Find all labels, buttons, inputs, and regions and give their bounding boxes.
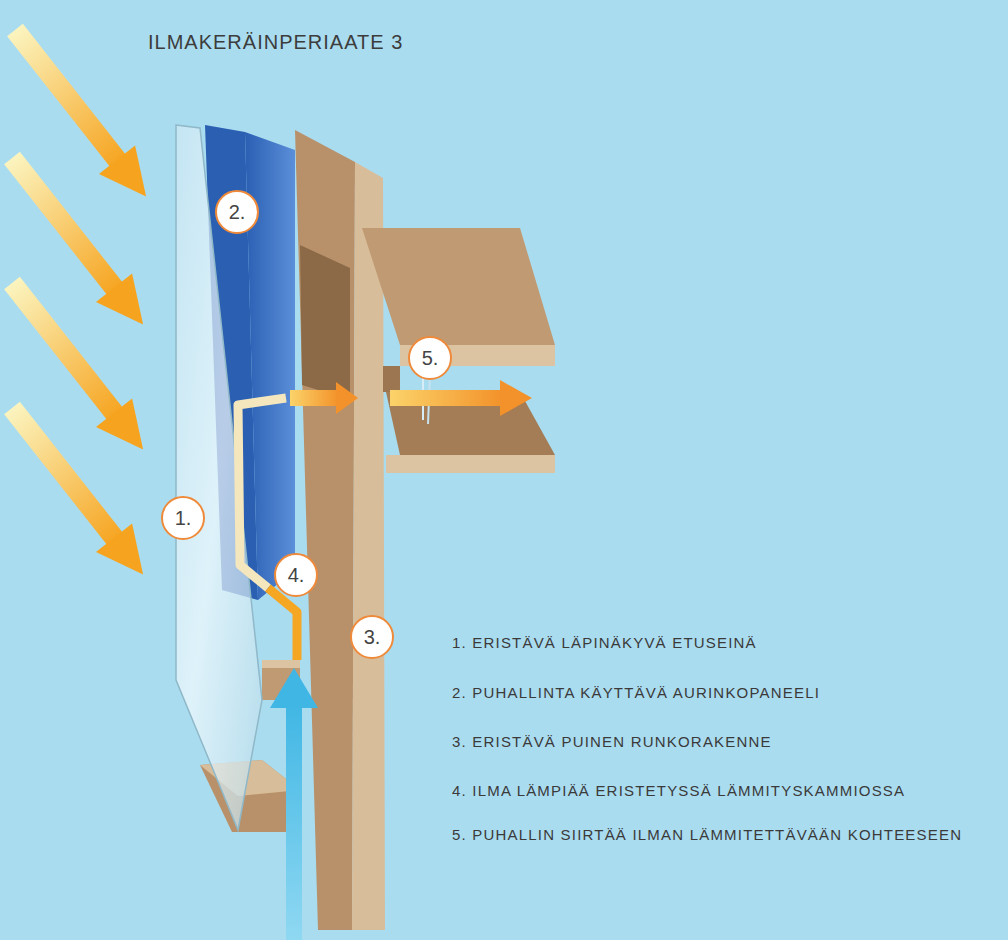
legend-line: 1. ERISTÄVÄ LÄPINÄKYVÄ ETUSEINÄ xyxy=(452,634,757,652)
legend-line: 4. ILMA LÄMPIÄÄ ERISTETYSSÄ LÄMMITYSKAMM… xyxy=(452,782,905,800)
warm-air-arrow-shaft xyxy=(290,390,338,406)
callout-number: 4. xyxy=(288,564,305,586)
arrow-head xyxy=(96,273,161,338)
diagram-title: ILMAKERÄINPERIAATE 3 xyxy=(148,30,403,54)
duct-top-plate xyxy=(362,228,555,345)
cold-air-arrow-shaft xyxy=(286,700,302,940)
callout-number: 1. xyxy=(175,507,192,529)
arrow-shaft xyxy=(4,402,125,548)
arrow-head xyxy=(99,145,164,210)
warm-air-arrow-head xyxy=(336,382,358,414)
arrow-shaft xyxy=(7,24,128,170)
board-opening xyxy=(300,245,350,400)
legend-line: 3. ERISTÄVÄ PUINEN RUNKORAKENNE xyxy=(452,733,772,751)
arrow-shaft xyxy=(4,152,125,298)
callout-number: 5. xyxy=(422,347,439,369)
warm-air-arrow-shaft xyxy=(390,390,502,406)
arrow-head xyxy=(96,523,161,588)
callout-circle: 4. xyxy=(274,553,318,597)
cold-air-arrow-head xyxy=(270,668,318,708)
callout-circle: 2. xyxy=(215,190,259,234)
callout-number: 3. xyxy=(364,626,381,648)
sun-ray-arrow xyxy=(0,394,161,589)
callout-circle: 5. xyxy=(408,336,452,380)
arrow-head xyxy=(96,398,161,463)
duct-inner-wall xyxy=(383,366,400,392)
legend-line: 5. PUHALLIN SIIRTÄÄ ILMAN LÄMMITETTÄVÄÄN… xyxy=(452,826,962,844)
callout-circle: 3. xyxy=(350,615,394,659)
callout-circle: 1. xyxy=(161,496,205,540)
duct-bottom-edge xyxy=(386,455,555,473)
warm-air-path xyxy=(268,588,297,660)
frame-board-face xyxy=(295,130,355,930)
arrow-shaft xyxy=(4,277,125,423)
chamber-floor-edge xyxy=(262,660,300,668)
warm-air-arrow-head xyxy=(500,380,532,416)
legend-line: 2. PUHALLINTA KÄYTTÄVÄ AURINKOPANEELI xyxy=(452,684,820,702)
glass-front-wall xyxy=(176,125,262,830)
callout-number: 2. xyxy=(229,201,246,223)
